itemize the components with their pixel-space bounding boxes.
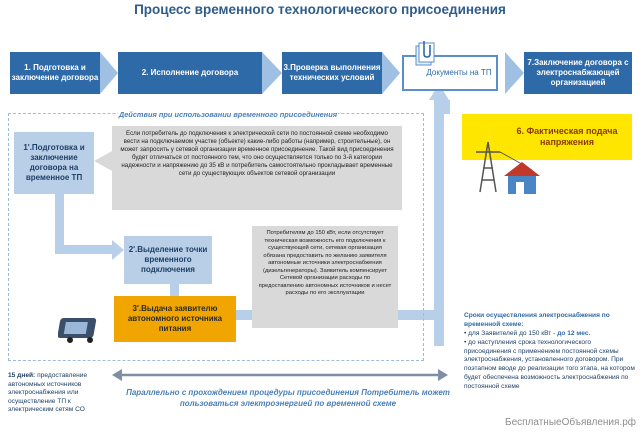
timeframe-header: Сроки осуществления электроснабжения по … (464, 312, 610, 328)
connector-2p-3p (170, 284, 179, 296)
step-2-prime-label: 2'.Выделение точки временного подключени… (128, 245, 208, 274)
step-3-prime-label: 3'.Выдача заявителю автономного источник… (127, 304, 223, 333)
step-2-prime-box: 2'.Выделение точки временного подключени… (124, 236, 212, 284)
step-1-label: 1. Подготовка и заключение договора (11, 63, 99, 82)
deadline-note-text: предоставление автономных источников эле… (8, 372, 88, 414)
temporary-connection-note: Если потребитель до подключения к электр… (112, 126, 402, 210)
autonomous-source-note: Потребителям до 150 кВт, если отсутствуе… (252, 226, 398, 328)
step-3-label: 3.Проверка выполнения технических услови… (283, 63, 381, 82)
step-1-box: 1. Подготовка и заключение договора (10, 52, 100, 94)
step-3-prime-box: 3'.Выдача заявителю автономного источник… (114, 296, 236, 342)
vertical-connector (434, 96, 444, 346)
timeframe-item-1-text: для Заявителей до 150 кВт - (468, 329, 558, 337)
deadline-note-bold: 15 дней: (8, 372, 36, 379)
step-6-label: 6. Фактическая подача напряжения (516, 125, 618, 147)
parallel-usage-note: Параллельно с прохождением процедуры при… (126, 388, 450, 408)
arrow-3-docs (382, 52, 400, 94)
deadline-note: 15 дней: предоставление автономных источ… (8, 372, 108, 428)
arrow-into-2p (112, 240, 124, 260)
step-1-prime-box: 1'.Подготовка и заключение договора на в… (14, 132, 94, 194)
step-2-label: 2. Исполнение договора (141, 68, 239, 77)
timeframe-item-1-term: до 12 мес. (557, 329, 591, 337)
step-7-label: 7.Заключение договора с электроснабжающе… (527, 58, 629, 87)
paperclip-icon (415, 41, 435, 66)
arrow-up-docs (429, 84, 449, 100)
connector-1p-down (55, 194, 64, 252)
arrow-docs-7 (505, 52, 524, 94)
timeframe-item-1: • для Заявителей до 150 кВт - до 12 мес. (464, 329, 591, 337)
temporary-section-header: Действия при использовании временного пр… (118, 110, 338, 120)
connector-1p-right (55, 245, 113, 254)
arrow-2-3 (262, 52, 282, 94)
note-pointer (94, 150, 114, 172)
step-1-prime-label: 1'.Подготовка и заключение договора на в… (23, 143, 85, 182)
parallel-arrow-left-head (112, 369, 122, 381)
page-title: Процесс временного технологического прис… (134, 2, 506, 17)
arrow-1-2 (100, 52, 118, 94)
timeframe-item-2-text: до наступления срока технологического пр… (464, 338, 635, 391)
step-3-box: 3.Проверка выполнения технических услови… (282, 52, 382, 94)
generator-icon (58, 318, 97, 343)
watermark: БесплатныеОбъявления.рф (505, 417, 636, 428)
connector-docs-6 (440, 100, 450, 114)
step-2-box: 2. Исполнение договора (118, 52, 262, 94)
documents-label: Документы на ТП (426, 68, 492, 77)
power-pylon-house-icon (476, 141, 540, 194)
timeframe-note: Сроки осуществления электроснабжения по … (464, 312, 636, 412)
step-7-box: 7.Заключение договора с электроснабжающе… (524, 52, 632, 94)
timeframe-item-2: • до наступления срока технологического … (464, 338, 635, 391)
parallel-arrow-right-head (438, 369, 448, 381)
